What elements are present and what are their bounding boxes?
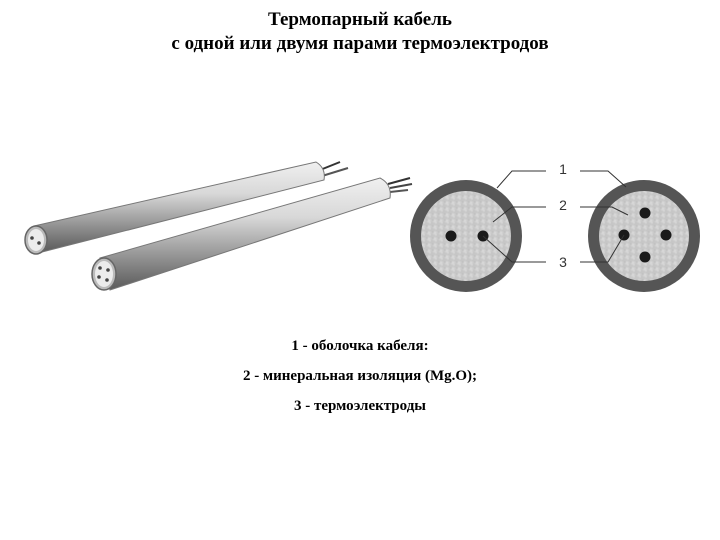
leader-lines: [482, 170, 629, 263]
cable-2-end-electrode-d: [105, 278, 109, 282]
leader-1-left: [496, 170, 546, 189]
cable-1-end-electrode-a: [30, 236, 34, 240]
cable-2-wire-c: [389, 189, 409, 193]
title-line-1: Термопарный кабель: [268, 9, 452, 30]
cable-2-end-electrode-b: [106, 268, 110, 272]
cable-2-body: [99, 177, 391, 291]
callout-3: 3: [559, 254, 567, 270]
cable-double-pair: [91, 177, 413, 291]
legend-item-electrodes: 3 - термоэлектроды: [293, 398, 427, 414]
cross-section-2-electrode-top: [639, 207, 651, 219]
cable-1-body: [33, 161, 325, 253]
leader-2-left: [492, 206, 546, 223]
leader-3-left: [482, 235, 546, 263]
cable-1-end-insulation: [28, 229, 44, 251]
callout-2: 2: [559, 197, 567, 213]
cable-2-wire-b: [389, 183, 413, 189]
callout-1: 1: [559, 161, 567, 177]
cross-section-2-electrode-bottom: [639, 251, 651, 263]
cable-illustration: 1 2 3: [24, 161, 700, 292]
diagram-title: Термопарный кабель с одной или двумя пар…: [0, 8, 720, 56]
leader-2-right: [580, 206, 629, 216]
leader-1-right: [580, 170, 627, 188]
cross-section-1-electrode-left: [445, 230, 457, 242]
legend-item-sheath: 1 - оболочка кабеля:: [291, 338, 429, 354]
cable-1-end-electrode-b: [37, 241, 41, 245]
cable-2-end-electrode-c: [97, 275, 101, 279]
cross-section-single-pair: [410, 180, 522, 292]
cable-2-end-insulation: [95, 261, 113, 287]
legend-item-insulation: 2 - минеральная изоляция (Mg.O);: [242, 368, 478, 384]
cable-2-end-electrode-a: [98, 266, 102, 270]
legend: 1 - оболочка кабеля: 2 - минеральная изо…: [0, 336, 720, 426]
cross-section-double-pair: [588, 180, 700, 292]
cross-section-2-electrode-right: [660, 229, 672, 241]
cross-section-1-insulation: [421, 191, 511, 281]
title-line-2: с одной или двумя парами термоэлектродов: [171, 33, 549, 54]
cable-1-wire-b: [321, 167, 349, 177]
cable-2-wire-a: [387, 177, 411, 185]
cable-1-wire-a: [319, 161, 341, 171]
leader-3-right: [580, 234, 625, 263]
cross-section-2-insulation: [599, 191, 689, 281]
cable-single-pair: [24, 161, 349, 255]
